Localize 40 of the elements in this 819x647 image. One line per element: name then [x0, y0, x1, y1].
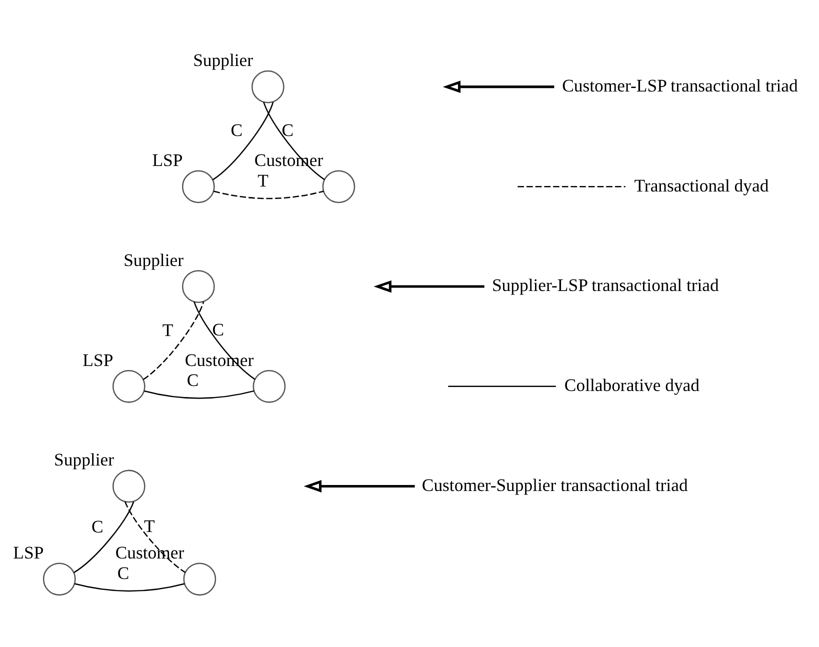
node-circle: [42, 562, 76, 596]
node-circle: [183, 562, 216, 596]
node-circle: [112, 470, 146, 503]
legend-label: Collaborative dyad: [564, 375, 700, 396]
node-text: Customer-LSP transactional triad: [562, 75, 798, 96]
edge-label: C: [92, 516, 104, 536]
connector: [142, 302, 204, 380]
node-circle: [112, 370, 146, 403]
connector: [124, 501, 186, 573]
connector: [212, 102, 274, 180]
edge-label: T: [258, 170, 268, 190]
node-label: LSP: [82, 350, 114, 370]
node-label: Supplier: [124, 250, 184, 270]
node-circle: [322, 170, 356, 204]
arrow: [442, 80, 554, 94]
node-label: Supplier: [193, 50, 254, 70]
legend-label: Transactional dyad: [634, 175, 769, 196]
edge-label: C: [230, 120, 243, 140]
connector: [74, 583, 185, 592]
node-label: Supplier: [54, 450, 114, 470]
edge-label: C: [282, 120, 294, 140]
node-circle: [182, 170, 215, 204]
node-label: LSP: [152, 150, 183, 170]
edge-label: C: [186, 370, 199, 390]
node-circle: [252, 70, 284, 104]
connector: [144, 390, 254, 399]
edge-label: T: [144, 516, 155, 536]
edge-label: C: [117, 562, 130, 583]
node-circle: [252, 370, 286, 403]
edge-label: C: [212, 320, 224, 340]
arrow: [304, 480, 415, 492]
connector: [214, 190, 324, 200]
arrow: [374, 280, 484, 293]
node-label: LSP: [13, 542, 44, 563]
node-text: Supplier-LSP transactional triad: [492, 275, 719, 296]
node-label: Customer: [115, 542, 184, 563]
node-circle: [182, 270, 215, 303]
connector: [74, 501, 134, 574]
edge-label: T: [162, 320, 174, 340]
node-text: Customer-Supplier transactional triad: [422, 474, 688, 495]
